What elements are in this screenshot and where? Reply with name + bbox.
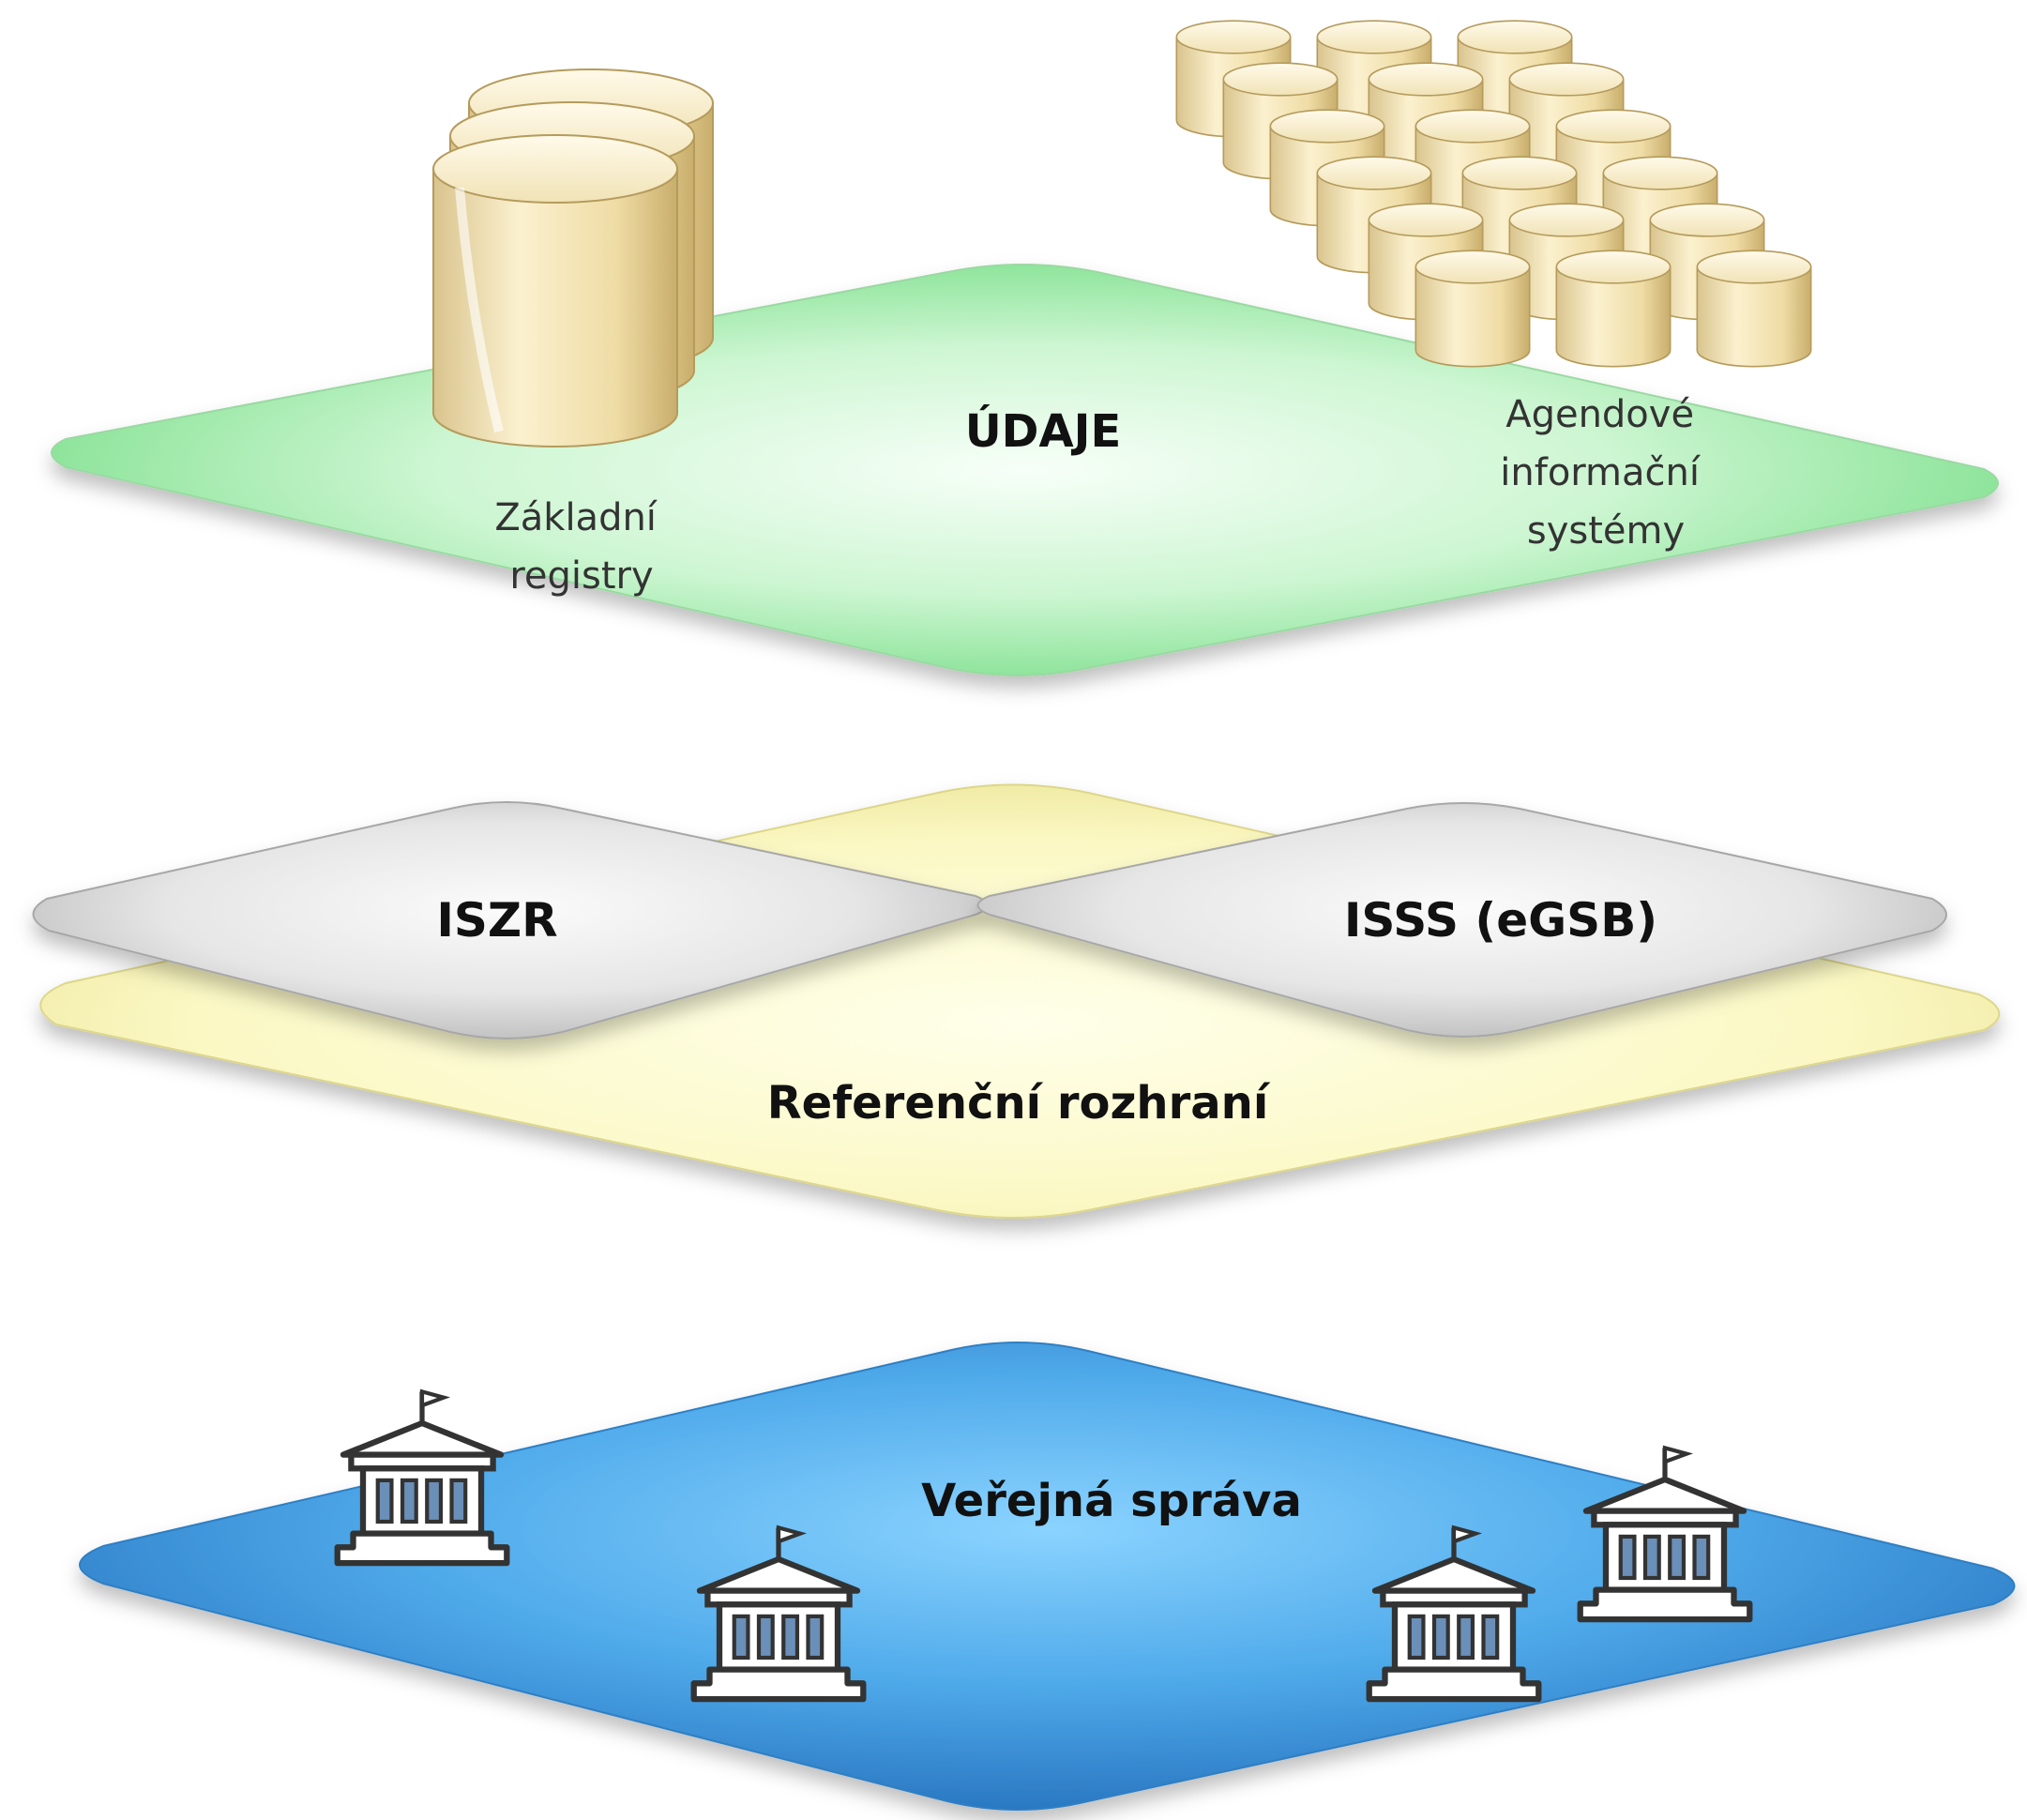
isss-platform xyxy=(976,802,1947,1038)
iszr-label: ISZR xyxy=(436,893,557,948)
data-layer-title: ÚDAJE xyxy=(965,404,1122,458)
basic-registers-database-icon xyxy=(432,68,714,447)
agenda-systems-label: Agendové informační systémy xyxy=(1500,393,1711,553)
data-layer: ÚDAJE Základní registry Agendové informa… xyxy=(51,20,1999,676)
basic-registers-label: Základní registry xyxy=(494,496,668,598)
agenda-systems-label-line: systémy xyxy=(1527,509,1685,553)
basic-registers-label-line: Základní xyxy=(494,496,658,539)
building-icon xyxy=(1581,1448,1750,1619)
isss-label: ISSS (eGSB) xyxy=(1344,893,1657,948)
public-administration-title: Veřejná správa xyxy=(921,1475,1302,1527)
agenda-systems-label-line: Agendové xyxy=(1505,393,1694,436)
building-icon xyxy=(338,1391,507,1563)
agenda-systems-label-line: informační xyxy=(1500,451,1702,494)
basic-registers-label-line: registry xyxy=(509,554,653,598)
iszr-platform xyxy=(32,801,989,1039)
public-layer: Veřejná správa xyxy=(79,1342,2016,1811)
reference-interface-title: Referenční rozhraní xyxy=(767,1077,1271,1130)
interface-layer: ISZR ISSS (eGSB) Referenční rozhraní xyxy=(32,783,2001,1219)
